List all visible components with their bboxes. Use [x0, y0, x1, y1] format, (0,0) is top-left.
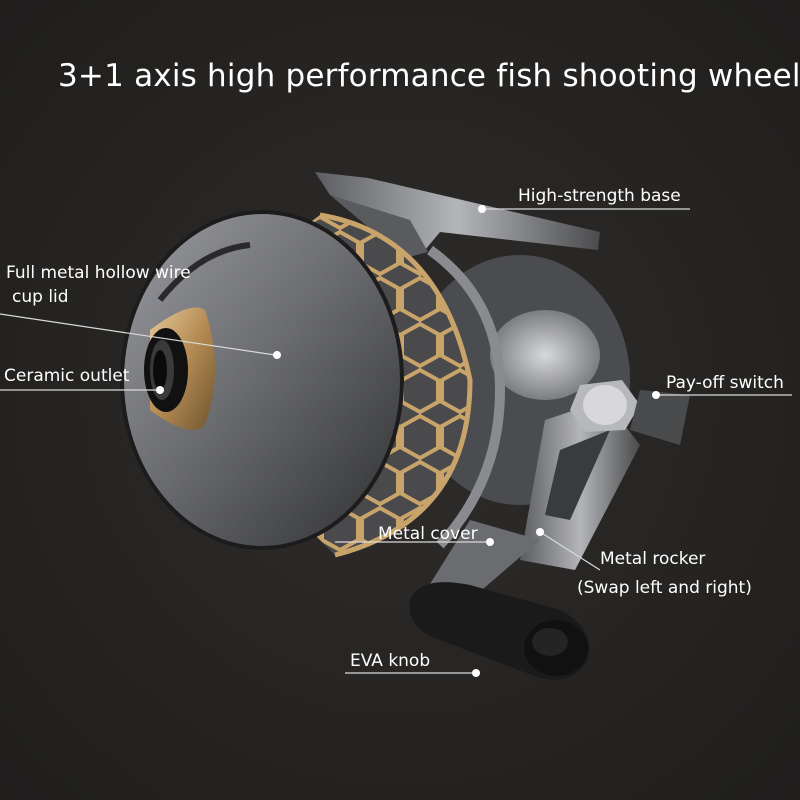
- label-high-strength-base: High-strength base: [518, 186, 681, 206]
- label-payoff-switch: Pay-off switch: [666, 373, 784, 393]
- label-eva-knob: EVA knob: [350, 651, 431, 671]
- reel-base: [315, 172, 600, 258]
- label-swap-left-right: (Swap left and right): [577, 578, 752, 598]
- label-ceramic-outlet: Ceramic outlet: [4, 366, 130, 386]
- label-metal-rocker: Metal rocker: [600, 549, 706, 569]
- label-cup-lid-line-2: cup lid: [12, 287, 69, 307]
- cup-lid: [120, 210, 404, 550]
- page-title: 3+1 axis high performance fish shooting …: [58, 58, 800, 94]
- eva-knob: [409, 582, 590, 680]
- label-cup-lid-line-1: Full metal hollow wire: [6, 263, 191, 283]
- payoff-switch: [570, 380, 690, 445]
- label-metal-cover: Metal cover: [378, 524, 478, 544]
- reel-rocker-arm: [420, 400, 640, 600]
